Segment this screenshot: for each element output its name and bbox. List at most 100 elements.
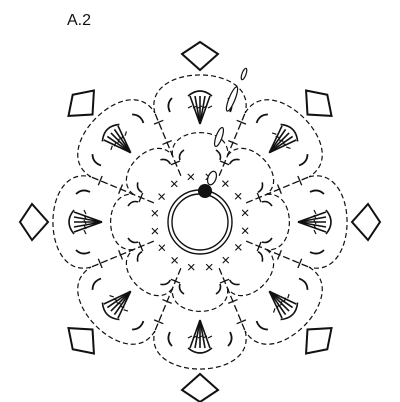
petal-outer-0 bbox=[153, 74, 247, 114]
spoke-tick-0-1 bbox=[228, 140, 238, 146]
petal-motif-3 bbox=[228, 250, 333, 355]
dc-bar bbox=[272, 308, 276, 313]
spoke-tick-5-1 bbox=[118, 250, 124, 260]
dc-bar bbox=[279, 139, 284, 142]
chain-arc-left bbox=[75, 249, 91, 255]
spoke-tick-4-0 bbox=[170, 278, 181, 284]
spoke-tick-4-2 bbox=[153, 319, 164, 325]
chain-arc-left bbox=[91, 154, 102, 167]
inner-chain-left bbox=[257, 250, 264, 262]
dc-bar bbox=[83, 229, 87, 235]
dc-bar bbox=[109, 294, 114, 298]
spoke-tick-7-1 bbox=[162, 140, 172, 146]
spoke-tick-2-2 bbox=[297, 258, 303, 269]
single-crochet-15 bbox=[187, 173, 195, 181]
single-crochet-9 bbox=[171, 256, 178, 264]
dc-stitch bbox=[297, 211, 327, 223]
chain-arc-left bbox=[132, 320, 145, 331]
chain-stitch-3 bbox=[240, 67, 248, 81]
inner-chain-left bbox=[160, 279, 172, 286]
dc-stitch bbox=[268, 290, 294, 309]
petal-outer-6 bbox=[52, 175, 92, 269]
start-dot bbox=[198, 184, 212, 198]
dc-stitch bbox=[189, 95, 201, 125]
chain-arc-right bbox=[91, 277, 102, 290]
chain-arc-right bbox=[309, 249, 325, 255]
single-crochet-13 bbox=[158, 193, 166, 200]
spoke-0 bbox=[218, 110, 247, 177]
dc-stitch bbox=[73, 221, 103, 233]
petal-inner-5 bbox=[126, 249, 173, 296]
chain-stitch-0 bbox=[206, 170, 218, 186]
dc-bar bbox=[117, 138, 120, 143]
inner-chain-right bbox=[228, 279, 240, 286]
cluster-top bbox=[101, 123, 120, 142]
dc-bar bbox=[119, 305, 125, 309]
spoke-tick-6-1 bbox=[118, 184, 124, 194]
single-crochet-6 bbox=[222, 256, 230, 264]
dc-bar bbox=[207, 335, 213, 339]
spoke-lines bbox=[88, 110, 312, 334]
petal-motif-6 bbox=[18, 189, 139, 255]
inner-chain-left bbox=[178, 149, 185, 161]
spoke-tick-7-2 bbox=[153, 119, 164, 125]
single-crochet-5 bbox=[234, 244, 242, 251]
chain-arc-left bbox=[298, 277, 309, 290]
chain-arc-right bbox=[255, 320, 268, 331]
single-crochet-8 bbox=[187, 263, 195, 271]
chain-arc-right bbox=[298, 154, 309, 167]
chain-space-shape bbox=[180, 372, 220, 402]
chart-title: A.2 bbox=[67, 12, 92, 29]
dc-bar bbox=[192, 105, 198, 109]
petal-outer-7 bbox=[77, 99, 156, 178]
dc-stitch bbox=[199, 319, 206, 349]
chain-arc-left bbox=[167, 97, 173, 113]
dc-stitch bbox=[73, 211, 103, 223]
spoke-tick-0-0 bbox=[219, 160, 230, 166]
petal-motif-5 bbox=[67, 250, 172, 355]
dc-bar bbox=[110, 145, 113, 151]
dc-stitch bbox=[113, 290, 132, 316]
petal-inner-0 bbox=[171, 132, 229, 156]
petal-inner-1 bbox=[227, 148, 274, 195]
petal-inner-6 bbox=[110, 193, 134, 251]
dc-stitch bbox=[73, 221, 103, 228]
spoke-5 bbox=[88, 240, 155, 269]
dc-bar bbox=[275, 135, 281, 139]
inner-chain-right bbox=[127, 200, 139, 207]
spoke-tick-0-2 bbox=[236, 119, 247, 125]
dc-bar bbox=[113, 141, 117, 147]
spoke-tick-1-1 bbox=[276, 184, 282, 194]
chain-space-shape bbox=[67, 326, 96, 355]
cluster-top bbox=[280, 302, 299, 321]
dc-bar bbox=[313, 209, 317, 215]
petal-outlines bbox=[52, 74, 348, 370]
dc-bar bbox=[124, 131, 128, 136]
dc-bar bbox=[313, 229, 317, 235]
petal-motif-0 bbox=[167, 40, 233, 161]
spoke-tick-5-2 bbox=[97, 258, 103, 269]
dc-bar bbox=[187, 335, 193, 339]
chain-space-shape bbox=[304, 326, 333, 355]
dc-bar bbox=[207, 105, 213, 109]
cluster-top bbox=[325, 209, 332, 235]
petal-inner-3 bbox=[227, 249, 274, 296]
dc-bar bbox=[187, 105, 193, 109]
single-crochet-1 bbox=[222, 180, 229, 188]
petal-motifs bbox=[18, 40, 382, 402]
petal-outer-2 bbox=[308, 175, 348, 269]
inner-chain-left bbox=[127, 237, 139, 244]
dc-bar bbox=[313, 214, 317, 220]
dc-stitch bbox=[110, 290, 132, 312]
chain-space-shape bbox=[304, 89, 333, 118]
inner-chain-right bbox=[257, 182, 264, 194]
chain-space-shape bbox=[67, 89, 96, 118]
petal-outer-4 bbox=[153, 330, 247, 370]
chain-arc-right bbox=[75, 189, 91, 195]
petal-inner-7 bbox=[126, 148, 173, 195]
dc-stitch bbox=[268, 290, 297, 305]
petal-inner-4 bbox=[171, 288, 229, 312]
chain-stitch-1 bbox=[213, 126, 225, 148]
